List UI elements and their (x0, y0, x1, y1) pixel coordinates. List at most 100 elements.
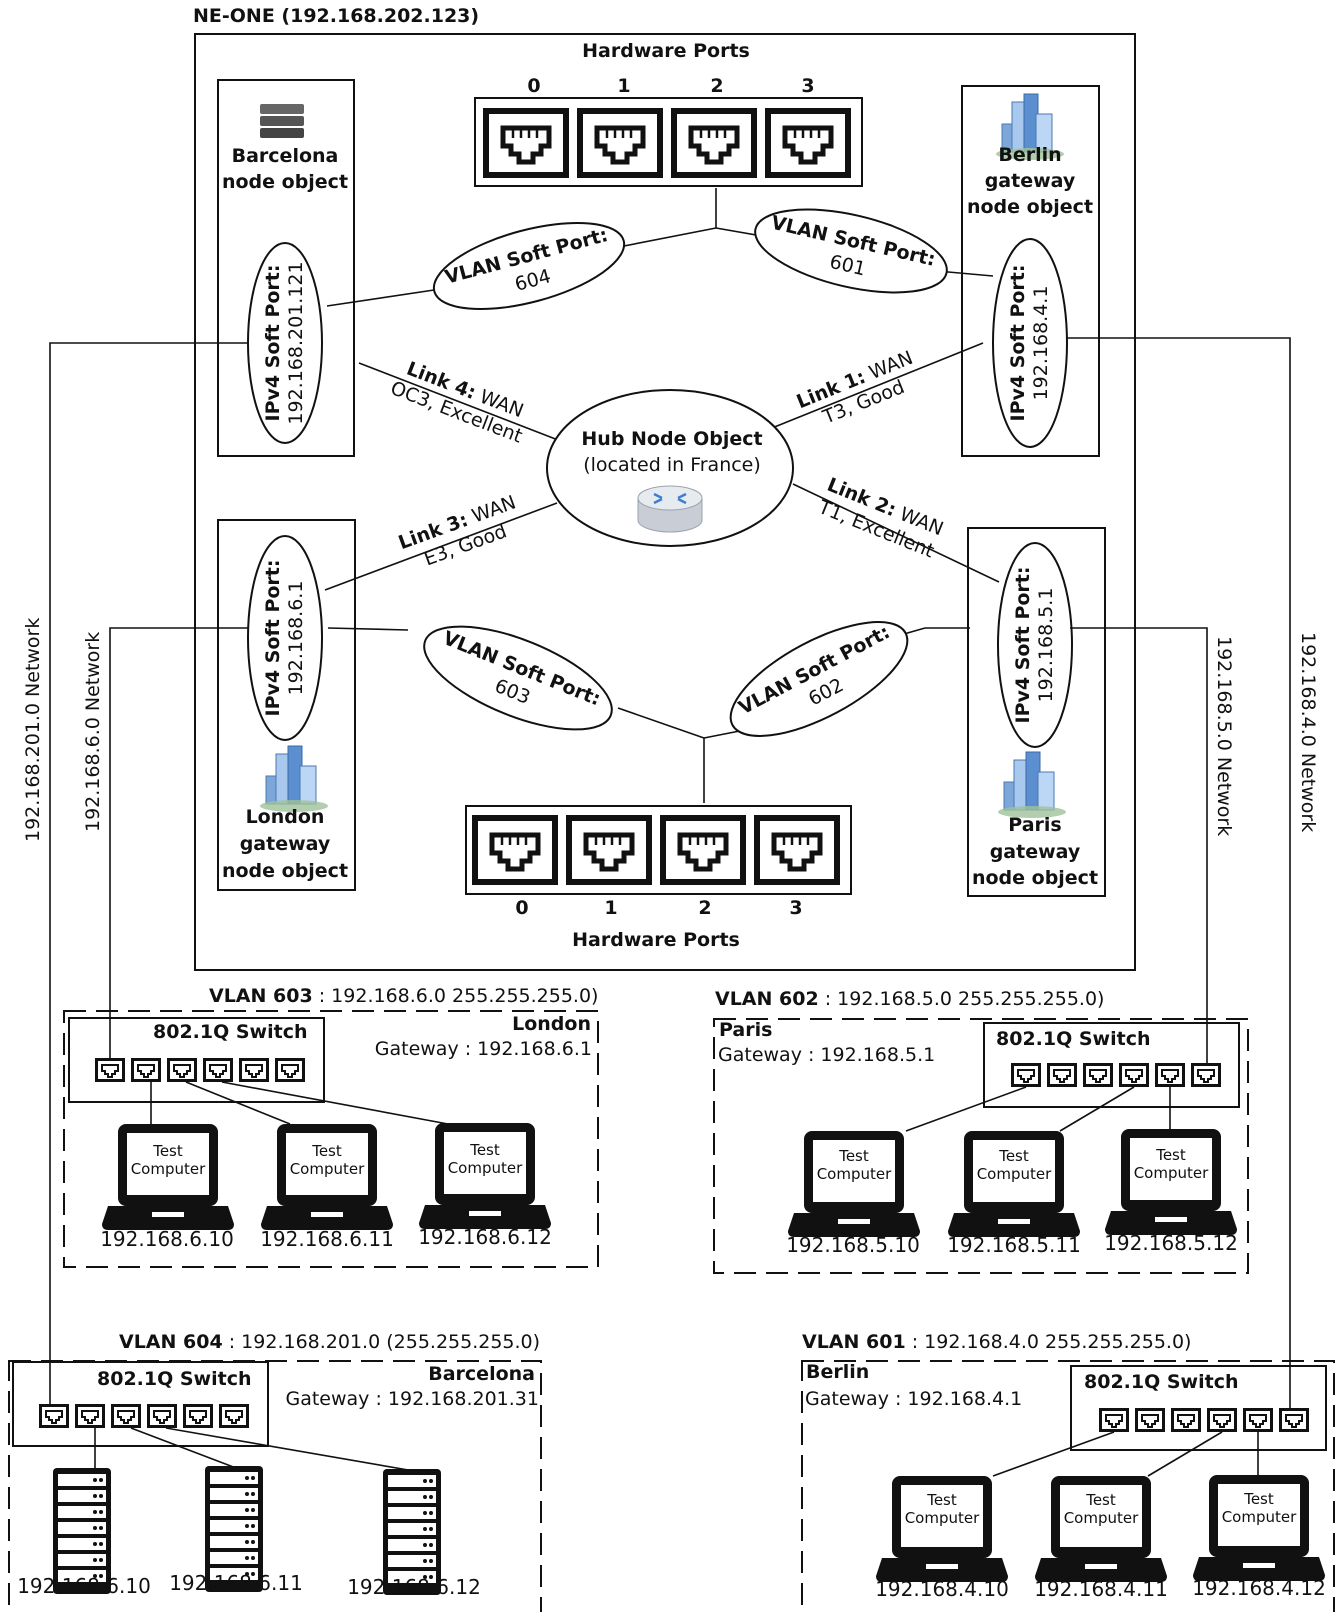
ipv4-soft-port-label: IPv4 Soft Port: (1007, 265, 1029, 422)
ipv4-soft-port-paris: IPv4 Soft Port: 192.168.5.1 (997, 542, 1073, 748)
vlan-604-subnet: : 192.168.201.0 (255.255.255.0) (223, 1331, 540, 1353)
test-computer-label: Computer (1064, 1509, 1139, 1527)
hardware-ports-bottom-label: Hardware Ports (572, 929, 740, 951)
paris-site-label: Paris (719, 1019, 772, 1041)
paris-gateway-label: Gateway : 192.168.5.1 (718, 1044, 935, 1066)
barcelona-site-label: Barcelona (428, 1363, 535, 1385)
port-number-0: 0 (515, 897, 528, 919)
berlin-node-label-1: Berlin (998, 144, 1061, 166)
test-computer-label: Test (926, 1491, 957, 1509)
berlin-gateway-prefix: Gateway : (805, 1388, 907, 1410)
vlan-603-name: VLAN 603 (209, 985, 313, 1007)
switch-port-icon (182, 1403, 214, 1429)
ethernet-port-icon (754, 815, 840, 885)
network-label-5: 192.168.5.0 Network (1213, 636, 1235, 836)
barcelona-switch-label: 802.1Q Switch (97, 1368, 252, 1390)
diagram-title: NE-ONE (192.168.202.123) (193, 5, 479, 27)
switch-port-icon (1154, 1062, 1186, 1088)
port-numbers-top: 0 1 2 3 (527, 75, 814, 97)
switch-port-icon (238, 1057, 270, 1083)
internal-connections (324, 188, 1000, 803)
berlin-node-box (961, 85, 1100, 457)
test-computer-label: Computer (817, 1165, 892, 1183)
link-4-label: Link 4: WAN OC3, Excellent (388, 358, 527, 448)
ipv4-soft-port-label: IPv4 Soft Port: (1012, 567, 1034, 724)
paris-node-label-3: node object (972, 867, 1098, 889)
test-computer-label: Test (998, 1147, 1029, 1165)
switch-port-icon (1278, 1407, 1310, 1433)
switch-port-icon (74, 1403, 106, 1429)
ipv4-soft-port-berlin: IPv4 Soft Port: 192.168.4.1 (992, 238, 1068, 448)
test-computer-label: Computer (448, 1159, 523, 1177)
host-ip: 192.168.6.11 (169, 1571, 303, 1595)
berlin-site-label: Berlin (806, 1361, 869, 1383)
ethernet-port-icon (660, 815, 746, 885)
london-switch-label: 802.1Q Switch (153, 1021, 308, 1043)
host-ip: 192.168.5.11 (947, 1233, 1081, 1257)
vlan-soft-port-603: VLAN Soft Port: 603 (423, 625, 613, 731)
berlin-gateway-ip: 192.168.4.1 (907, 1388, 1022, 1410)
switch-port-icon (110, 1403, 142, 1429)
network-label-201: 192.168.201.0 Network (22, 618, 44, 842)
host-ip: 192.168.6.10 (100, 1227, 234, 1251)
vlan-601-subnet: : 192.168.4.0 255.255.255.0) (906, 1331, 1192, 1353)
ipv4-soft-port-value: 192.168.201.121 (285, 261, 307, 424)
london-switch (68, 1017, 325, 1103)
host-ip: 192.168.5.12 (1104, 1231, 1238, 1255)
switch-port-icon (274, 1057, 306, 1083)
barcelona-node-label-1: Barcelona (232, 145, 339, 167)
london-node-box (217, 519, 356, 891)
hardware-ports-top-panel (474, 97, 863, 187)
vlan-603-header: VLAN 603 : 192.168.6.0 255.255.255.0) (209, 985, 598, 1007)
test-computer-label: Computer (1222, 1508, 1297, 1526)
test-computer-label: Computer (1134, 1164, 1209, 1182)
vlan-604-group (8, 1360, 542, 1612)
barcelona-switch-links (94, 1427, 415, 1472)
hub-node-subtitle: (located in France) (583, 454, 761, 476)
london-site-label: London (512, 1013, 591, 1035)
switch-port-icon (1170, 1407, 1202, 1433)
link-3-label: Link 3: WAN E3, Good (396, 491, 519, 570)
paris-switch (983, 1022, 1240, 1108)
ipv4-soft-port-value: 192.168.6.1 (285, 581, 307, 696)
vlan-604-header: VLAN 604 : 192.168.201.0 (255.255.255.0) (119, 1331, 540, 1353)
switch-port-icon (1118, 1062, 1150, 1088)
switch-port-icon (1206, 1407, 1238, 1433)
vlan-603-group (63, 1010, 599, 1268)
switch-port-icon (1082, 1062, 1114, 1088)
switch-port-icon (1010, 1062, 1042, 1088)
link-1-label: Link 1: WAN T3, Good (794, 347, 917, 429)
ethernet-port-icon (472, 815, 558, 885)
host-ip: 192.168.6.12 (347, 1575, 481, 1599)
switch-port-icon (218, 1403, 250, 1429)
test-computer-label: Computer (290, 1160, 365, 1178)
port-number-2: 2 (698, 897, 711, 919)
london-node-label-1: London (246, 806, 325, 828)
ethernet-port-icon (671, 108, 757, 178)
network-label-6: 192.168.6.0 Network (82, 632, 104, 832)
test-computer-label: Computer (905, 1509, 980, 1527)
host-ip: 192.168.4.11 (1034, 1577, 1168, 1601)
paris-node-label-1: Paris (1008, 814, 1061, 836)
london-switch-links (150, 1081, 449, 1125)
switch-port-icon (166, 1057, 198, 1083)
port-number-3: 3 (789, 897, 802, 919)
link-3-type: WAN (469, 491, 519, 527)
host-ip: 192.168.6.12 (418, 1225, 552, 1249)
ethernet-port-icon (483, 108, 569, 178)
router-icon (637, 485, 703, 533)
test-computer-label: Test (1155, 1146, 1186, 1164)
ne-one-box (194, 33, 1136, 971)
berlin-node-label-2: gateway (985, 170, 1076, 192)
vlan-soft-port-602: VLAN Soft Port: 602 (729, 621, 909, 737)
switch-port-icon (146, 1403, 178, 1429)
switch-port-icon (94, 1057, 126, 1083)
port-number-1: 1 (604, 897, 617, 919)
vlan-602-header: VLAN 602 : 192.168.5.0 255.255.255.0) (715, 988, 1104, 1010)
hub-node-ellipse (546, 389, 794, 547)
ethernet-port-icon (566, 815, 652, 885)
ipv4-soft-port-london: IPv4 Soft Port: 192.168.6.1 (247, 535, 323, 741)
ipv4-soft-port-label: IPv4 Soft Port: (262, 560, 284, 717)
test-computer-label: Test (152, 1142, 183, 1160)
